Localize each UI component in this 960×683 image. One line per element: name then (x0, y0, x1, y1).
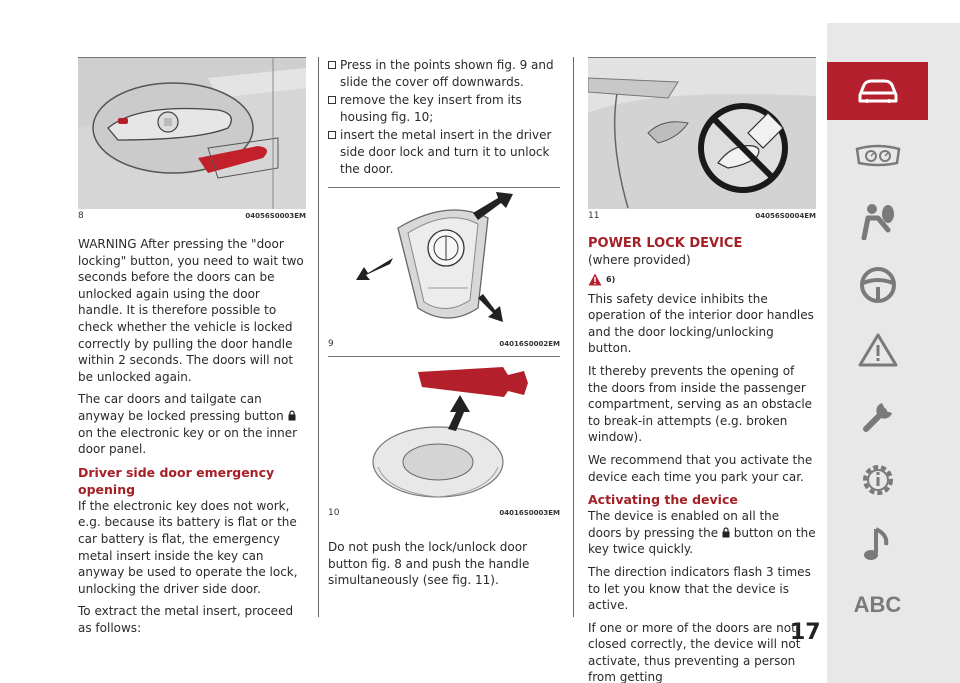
bullet-square-icon (328, 61, 336, 69)
column-left: 8 04056S0003EM WARNING After pressing th… (78, 57, 306, 642)
figure-number: 8 (78, 211, 84, 221)
subtitle: (where provided) (588, 253, 691, 267)
paragraph: The device is enabled on all the doors b… (588, 508, 816, 558)
warning-reference: 6) (588, 271, 816, 289)
paragraph: If the electronic key does not work, e.g… (78, 498, 298, 596)
section-heading: Activating the device (588, 492, 738, 508)
figure-10-caption: 10 04016S0003EM (328, 508, 560, 519)
figure-8-caption: 8 04056S0003EM (78, 211, 306, 222)
sidebar-item-maintenance[interactable] (827, 386, 928, 444)
airbag-icon (861, 204, 894, 240)
figure-code: 04056S0003EM (245, 212, 306, 220)
text: The device is enabled on all the doors b… (588, 509, 780, 540)
bullet-text: insert the metal insert in the driver si… (340, 128, 552, 176)
key-insert-illustration (328, 357, 560, 507)
bullet-item: remove the key insert from its housing f… (328, 92, 560, 125)
section-title: POWER LOCK DEVICE (588, 236, 743, 251)
car-icon (858, 79, 897, 103)
figure-9 (328, 187, 560, 338)
lock-icon (722, 527, 730, 538)
door-handle-illustration (78, 58, 306, 209)
paragraph: It thereby prevents the opening of the d… (588, 363, 813, 445)
figure-number: 9 (328, 339, 334, 350)
warning-icon (858, 333, 897, 367)
sidebar-item-technical-data[interactable] (827, 451, 928, 509)
bullet-square-icon (328, 131, 336, 140)
warning-paragraph: WARNING After pressing the "door locking… (78, 237, 304, 384)
music-note-icon (863, 527, 888, 560)
column-divider (573, 57, 574, 617)
figure-code: 04016S0003EM (499, 509, 560, 518)
figure-code: 04016S0002EM (499, 340, 560, 349)
page-number: 17 (790, 620, 821, 645)
figure-number: 10 (328, 508, 340, 519)
gear-info-icon (862, 465, 893, 495)
sidebar-item-driving[interactable] (827, 256, 928, 314)
wrench-icon (862, 403, 892, 432)
bullet-text: Press in the points shown fig. 9 and sli… (340, 58, 554, 89)
figure-11 (588, 57, 816, 209)
section-heading: Driver side door emergency opening (78, 464, 275, 497)
sidebar-item-multimedia[interactable] (827, 516, 928, 574)
warning-triangle-icon (588, 273, 602, 286)
door-prohibition-illustration (588, 58, 816, 209)
dashboard-icon (855, 144, 900, 167)
paragraph: The car doors and tailgate can anyway be… (78, 391, 306, 457)
figure-8 (78, 57, 306, 209)
text: on the electronic key or on the inner do… (78, 425, 298, 457)
figure-number: 11 (588, 211, 600, 221)
figure-10 (328, 356, 560, 507)
paragraph: We recommend that you activate the devic… (588, 452, 813, 484)
paragraph: If one or more of the doors are not clos… (588, 620, 801, 683)
text: button on the key twice quickly. (588, 525, 816, 557)
sidebar-item-index[interactable]: ABC (827, 576, 928, 634)
paragraph: This safety device inhibits the operatio… (588, 291, 814, 356)
figure-code: 04056S0004EM (755, 212, 816, 220)
sidebar-item-dashboard[interactable] (827, 126, 928, 184)
bullet-square-icon (328, 96, 336, 105)
chapter-sidebar: ABC (827, 23, 960, 683)
column-middle: Press in the points shown fig. 9 and sli… (328, 57, 560, 595)
figure-9-caption: 9 04016S0002EM (328, 339, 560, 350)
lock-icon (288, 410, 296, 421)
bullet-item: Press in the points shown fig. 9 and sli… (328, 57, 560, 90)
paragraph: Do not push the lock/unlock door button … (328, 540, 530, 588)
paragraph: To extract the metal insert, proceed as … (78, 604, 294, 635)
paragraph: The direction indicators flash 3 times t… (588, 564, 811, 613)
bullet-text: remove the key insert from its housing f… (340, 93, 522, 124)
sidebar-item-safety[interactable] (827, 191, 928, 249)
key-fob-illustration (328, 188, 560, 338)
sidebar-item-car[interactable] (827, 62, 928, 120)
figure-11-caption: 11 04056S0004EM (588, 211, 816, 222)
text: The car doors and tailgate can anyway be… (78, 392, 284, 423)
abc-index-icon: ABC (853, 592, 902, 617)
bullet-item: insert the metal insert in the driver si… (328, 127, 560, 177)
warning-reference-number: 6) (606, 275, 616, 285)
sidebar-item-emergency[interactable] (827, 321, 928, 379)
steering-wheel-icon (859, 267, 896, 303)
column-divider (318, 57, 319, 617)
column-right: 11 04056S0004EM POWER LOCK DEVICE (where… (588, 57, 816, 683)
